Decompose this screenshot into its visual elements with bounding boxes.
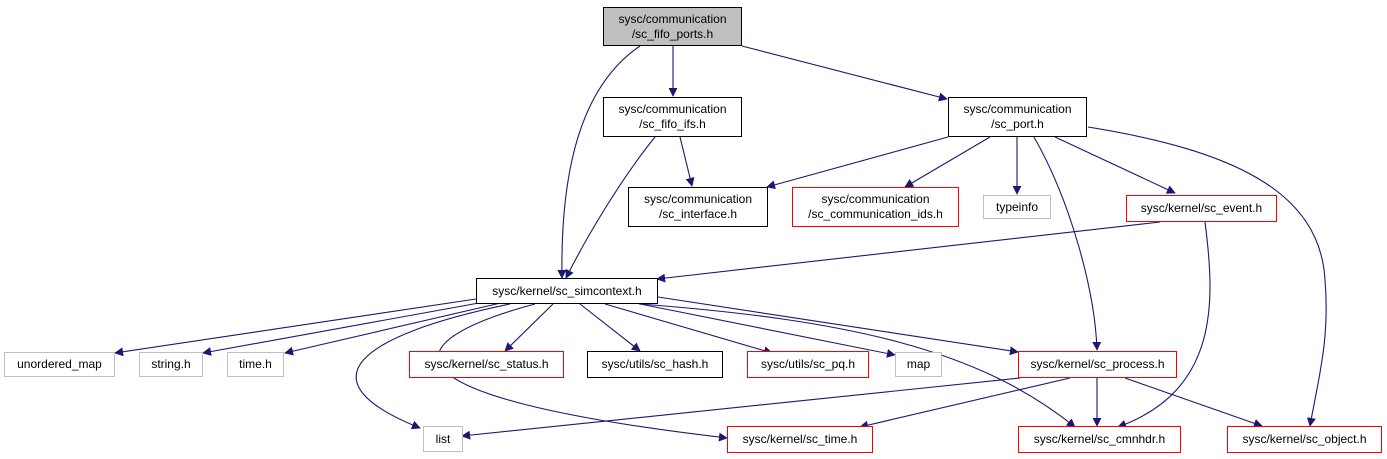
edge-fifo-ifs-to-interface	[679, 136, 695, 187]
edge-simcontext-to-status	[504, 303, 554, 352]
edge-port-to-interface	[766, 136, 949, 190]
node-sc-object[interactable]: sysc/kernel/sc_object.h	[1227, 426, 1382, 453]
node-label-line-2: /sc_fifo_ifs.h	[639, 117, 706, 131]
node-sc-fifo-ports[interactable]: sysc/communication /sc_fifo_ports.h	[603, 7, 742, 46]
node-sc-event[interactable]: sysc/kernel/sc_event.h	[1126, 195, 1277, 222]
node-label: sysc/kernel/sc_simcontext.h	[492, 283, 642, 298]
edge-simcontext-to-process	[657, 296, 1019, 356]
edge-fifo-ports-to-simcontext	[557, 45, 641, 279]
node-list[interactable]: list	[423, 426, 463, 452]
node-sc-fifo-ifs[interactable]: sysc/communication /sc_fifo_ifs.h	[603, 97, 742, 137]
node-label: sysc/kernel/sc_event.h	[1140, 201, 1263, 215]
node-label: sysc/kernel/sc_object.h	[1242, 432, 1367, 446]
node-map[interactable]: map	[895, 352, 942, 377]
edge-port-to-comm-ids	[904, 136, 991, 188]
node-label: typeinfo	[995, 199, 1039, 214]
edge-fifo-ports-to-port	[741, 45, 948, 102]
node-label: sysc/utils/sc_pq.h	[760, 357, 856, 371]
node-label: sysc/kernel/sc_time.h	[742, 432, 858, 446]
node-sc-hash[interactable]: sysc/utils/sc_hash.h	[587, 351, 723, 378]
node-label: sysc/kernel/sc_status.h	[424, 357, 549, 371]
edge-process-to-list	[461, 377, 1021, 440]
node-sc-port[interactable]: sysc/communication /sc_port.h	[948, 97, 1087, 137]
node-label-line-2: /sc_interface.h	[658, 207, 738, 221]
node-label: map	[906, 357, 931, 371]
edge-event-to-cmnhdr	[1117, 221, 1211, 429]
node-time-h[interactable]: time.h	[227, 352, 284, 377]
node-sc-simcontext[interactable]: sysc/kernel/sc_simcontext.h	[476, 278, 658, 304]
node-label: unordered_map	[17, 357, 102, 371]
node-label-line-1: sysc/communication	[643, 192, 753, 206]
node-label: time.h	[239, 357, 272, 371]
node-sc-pq[interactable]: sysc/utils/sc_pq.h	[747, 351, 869, 378]
node-label: sysc/kernel/sc_process.h	[1030, 357, 1165, 371]
edge-simcontext-to-hash	[579, 303, 641, 352]
node-sc-cmnhdr[interactable]: sysc/kernel/sc_cmnhdr.h	[1018, 426, 1181, 453]
node-label: list	[435, 431, 451, 446]
node-sc-interface[interactable]: sysc/communication /sc_interface.h	[628, 187, 768, 227]
node-label: sysc/utils/sc_hash.h	[601, 357, 709, 371]
node-label-line-1: sysc/communication	[821, 192, 930, 206]
node-sc-status[interactable]: sysc/kernel/sc_status.h	[409, 351, 564, 378]
edge-fifo-ifs-to-simcontext	[565, 136, 656, 279]
node-sc-time[interactable]: sysc/kernel/sc_time.h	[727, 426, 873, 453]
edge-simcontext-to-time	[284, 301, 506, 356]
node-sc-communication-ids[interactable]: sysc/communication /sc_communication_ids…	[792, 187, 959, 227]
node-label: string.h	[151, 357, 191, 371]
node-typeinfo[interactable]: typeinfo	[983, 195, 1051, 219]
node-label: sysc/kernel/sc_cmnhdr.h	[1033, 432, 1166, 446]
edge-simcontext-to-map	[629, 301, 896, 358]
edge-simcontext-to-list	[355, 303, 511, 430]
edge-process-to-sc-time	[859, 377, 1071, 430]
edge-port-to-object	[1087, 126, 1327, 427]
edge-simcontext-to-unordered-map	[114, 298, 477, 357]
node-unordered-map[interactable]: unordered_map	[4, 352, 115, 377]
edge-event-to-simcontext	[656, 221, 1161, 283]
node-label-line-1: sysc/communication	[618, 102, 727, 116]
edge-port-to-event	[1054, 136, 1176, 194]
node-label-line-2: /sc_fifo_ports.h	[631, 26, 714, 41]
edge-port-to-process	[1033, 136, 1102, 351]
edge-simcontext-to-pq	[604, 303, 773, 356]
node-sc-process[interactable]: sysc/kernel/sc_process.h	[1018, 351, 1177, 378]
node-label-line-2: /sc_communication_ids.h	[808, 207, 943, 221]
edge-simcontext-to-cmnhdr	[639, 303, 1076, 428]
edge-simcontext-to-string	[202, 300, 491, 356]
node-label-line-1: sysc/communication	[618, 11, 727, 26]
node-label-line-1: sysc/communication	[963, 102, 1072, 116]
node-label-line-2: /sc_port.h	[991, 117, 1044, 131]
node-string-h[interactable]: string.h	[139, 352, 203, 377]
edge-process-to-object	[1124, 377, 1263, 428]
